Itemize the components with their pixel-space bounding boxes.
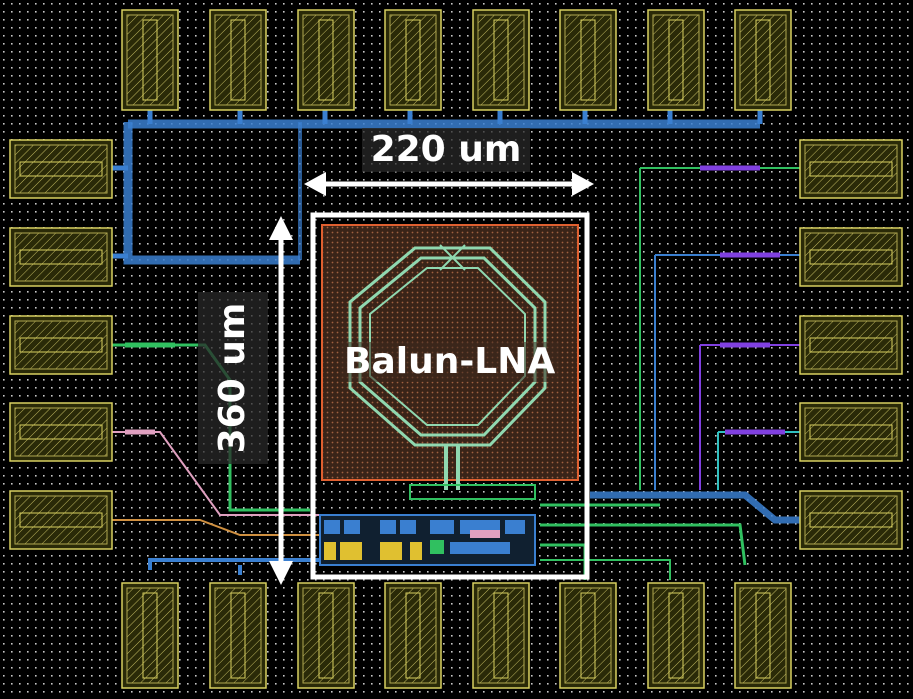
octagonal-inductor bbox=[348, 244, 547, 490]
bottom-pad bbox=[121, 582, 179, 689]
top-pad bbox=[209, 9, 267, 111]
metal-routing bbox=[110, 110, 800, 580]
right-pad bbox=[799, 315, 903, 375]
left-pad bbox=[9, 227, 113, 287]
bottom-pad bbox=[209, 582, 267, 689]
bottom-pad bbox=[297, 582, 355, 689]
left-pad bbox=[9, 315, 113, 375]
active-circuitry bbox=[319, 484, 536, 566]
bond-pads bbox=[9, 9, 903, 689]
bottom-pad bbox=[647, 582, 705, 689]
block-name-label: Balun-LNA bbox=[340, 342, 560, 382]
bottom-pad bbox=[734, 582, 792, 689]
bottom-pad bbox=[384, 582, 442, 689]
left-pad bbox=[9, 490, 113, 550]
right-pad bbox=[799, 490, 903, 550]
height-arrow bbox=[269, 216, 293, 585]
left-pad bbox=[9, 402, 113, 462]
top-pad bbox=[121, 9, 179, 111]
block-outline bbox=[310, 212, 590, 580]
top-pad bbox=[384, 9, 442, 111]
bottom-pad bbox=[472, 582, 530, 689]
right-pad bbox=[799, 227, 903, 287]
top-pad bbox=[734, 9, 792, 111]
bottom-pad bbox=[559, 582, 617, 689]
top-pad bbox=[297, 9, 355, 111]
top-pad bbox=[647, 9, 705, 111]
left-pad bbox=[9, 139, 113, 199]
height-dimension-text: 360 um bbox=[212, 302, 253, 454]
right-pad bbox=[799, 139, 903, 199]
width-arrow bbox=[304, 172, 594, 196]
height-dimension-label: 360 um bbox=[198, 292, 268, 464]
top-pad bbox=[472, 9, 530, 111]
width-dimension-label: 220 um bbox=[362, 128, 530, 172]
right-pad bbox=[799, 402, 903, 462]
top-pad bbox=[559, 9, 617, 111]
annotation-overlay bbox=[269, 172, 594, 585]
